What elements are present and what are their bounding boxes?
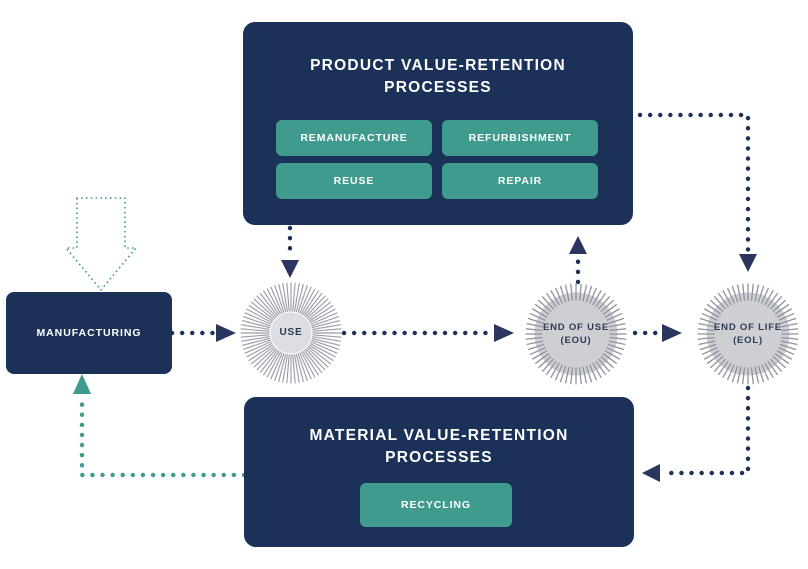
tick-circle-icon [525,283,627,385]
process-chip-refurbishment[interactable]: REFURBISHMENT [442,120,598,156]
node-manufacturing[interactable]: MANUFACTURING [6,292,172,374]
process-chip-reuse[interactable]: REUSE [276,163,432,199]
edge-material-to-manufacturing [73,374,247,478]
node-use[interactable]: USE [239,281,343,385]
edge-eou-to-eol [632,324,682,342]
process-chip-recycling[interactable]: RECYCLING [360,483,512,527]
edge-mfg-to-use [169,324,236,342]
process-chip-repair[interactable]: REPAIR [442,163,598,199]
edge-use-to-eou [341,324,514,342]
material-panel-title: MATERIAL VALUE-RETENTION PROCESSES [309,427,569,466]
edge-eol-to-material [642,385,751,482]
node-end-of-life[interactable]: END OF LIFE (EOL) [696,282,800,386]
process-chip-remanufacture[interactable]: REMANUFACTURE [276,120,432,156]
product-panel-title: PRODUCT VALUE-RETENTION PROCESSES [310,57,566,96]
material-value-retention-panel[interactable]: MATERIAL VALUE-RETENTION PROCESSES RECYC… [244,397,634,547]
edge-product-to-use [281,225,299,278]
edge-eou-to-product [569,236,587,285]
tick-circle-icon [697,283,799,385]
edge-inflow-arrow [65,197,137,291]
node-end-of-use[interactable]: END OF USE (EOU) [524,282,628,386]
starburst-icon [240,282,342,384]
edge-product-to-eol [637,112,757,272]
product-value-retention-panel[interactable]: PRODUCT VALUE-RETENTION PROCESSES REMANU… [243,22,633,225]
